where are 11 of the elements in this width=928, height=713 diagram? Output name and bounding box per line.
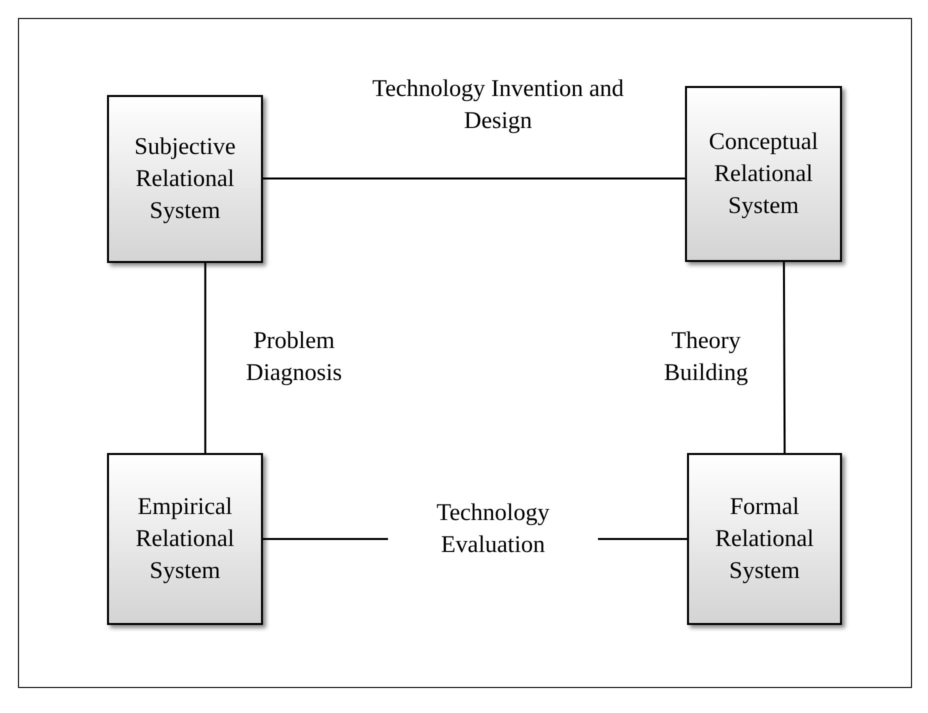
box-label: Formal Relational System bbox=[714, 493, 815, 586]
box-label: Subjective Relational System bbox=[133, 133, 237, 226]
system-box bbox=[107, 453, 263, 625]
system-box bbox=[107, 95, 263, 263]
connector-line bbox=[263, 178, 685, 180]
system-box bbox=[687, 453, 842, 625]
connector-line bbox=[782, 262, 786, 453]
connector-line bbox=[204, 263, 206, 453]
system-box bbox=[685, 86, 842, 262]
box-label: Empirical Relational System bbox=[134, 493, 236, 586]
box-label: Conceptual Relational System bbox=[708, 128, 820, 221]
